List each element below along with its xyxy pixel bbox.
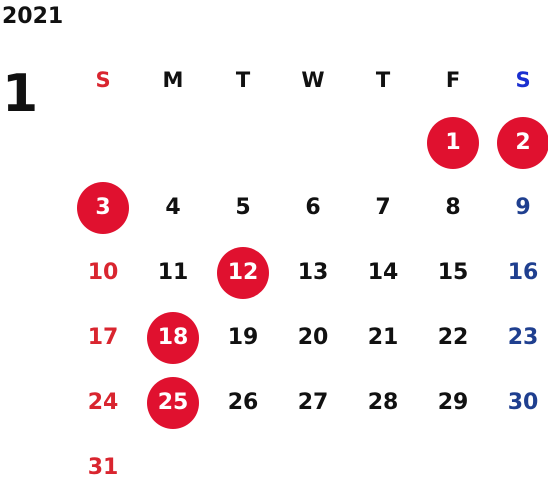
- day-number: 14: [367, 260, 399, 285]
- day-cell: [278, 435, 348, 500]
- day-cell: 7: [348, 175, 418, 240]
- weekday-header-tue: T: [235, 68, 251, 92]
- day-cell: 18: [138, 305, 208, 370]
- weekday-header-fri: F: [445, 68, 461, 92]
- day-cell: 9: [488, 175, 548, 240]
- day-cell: 29: [418, 370, 488, 435]
- day-cell: 21: [348, 305, 418, 370]
- day-number: 27: [297, 390, 329, 415]
- day-number: 23: [507, 325, 539, 350]
- day-cell: 19: [208, 305, 278, 370]
- day-number: 11: [157, 260, 189, 285]
- day-number: 24: [87, 390, 119, 415]
- day-cell: 12: [208, 240, 278, 305]
- day-number: 19: [227, 325, 259, 350]
- day-number: 7: [375, 195, 391, 220]
- day-cell: 1: [418, 110, 488, 175]
- day-number: 21: [367, 325, 399, 350]
- day-cell: [348, 435, 418, 500]
- day-cell: 22: [418, 305, 488, 370]
- weekday-header-wed: W: [301, 68, 325, 92]
- holiday-day-number: 18: [147, 311, 199, 364]
- holiday-day-number: 25: [147, 376, 199, 429]
- day-cell: [418, 435, 488, 500]
- day-cell: 15: [418, 240, 488, 305]
- day-cell: [138, 110, 208, 175]
- day-number: 6: [305, 195, 321, 220]
- day-number: 9: [515, 195, 531, 220]
- day-number: 17: [87, 325, 119, 350]
- day-cell: 10: [68, 240, 138, 305]
- day-number: 28: [367, 390, 399, 415]
- year-label: 2021: [2, 4, 64, 29]
- day-cell: 25: [138, 370, 208, 435]
- day-cell: 3: [68, 175, 138, 240]
- holiday-day-number: 12: [217, 246, 269, 299]
- calendar-grid: S M T W T F S 1 2 3 4 5 6 7 8 9 10 11 12…: [68, 50, 548, 500]
- day-number: 26: [227, 390, 259, 415]
- day-number: 31: [87, 455, 119, 480]
- day-number: 29: [437, 390, 469, 415]
- day-cell: 4: [138, 175, 208, 240]
- day-cell: [278, 110, 348, 175]
- day-cell: 31: [68, 435, 138, 500]
- day-cell: 2: [488, 110, 548, 175]
- day-cell: 14: [348, 240, 418, 305]
- day-cell: 28: [348, 370, 418, 435]
- day-cell: 24: [68, 370, 138, 435]
- day-cell: 5: [208, 175, 278, 240]
- weekday-header-mon: M: [162, 68, 184, 92]
- day-cell: 13: [278, 240, 348, 305]
- month-label: 1: [2, 64, 39, 124]
- day-number: 16: [507, 260, 539, 285]
- day-number: 20: [297, 325, 329, 350]
- holiday-day-number: 1: [427, 116, 479, 169]
- holiday-day-number: 2: [497, 116, 548, 169]
- day-number: 13: [297, 260, 329, 285]
- day-number: 4: [165, 195, 181, 220]
- day-cell: [208, 435, 278, 500]
- day-cell: [208, 110, 278, 175]
- day-number: 5: [235, 195, 251, 220]
- day-number: 22: [437, 325, 469, 350]
- day-number: 10: [87, 260, 119, 285]
- weekday-header-sun: S: [95, 68, 111, 92]
- day-cell: 20: [278, 305, 348, 370]
- weekday-header-sat: S: [515, 68, 531, 92]
- day-cell: 26: [208, 370, 278, 435]
- day-number: 8: [445, 195, 461, 220]
- day-cell: 17: [68, 305, 138, 370]
- day-cell: 16: [488, 240, 548, 305]
- day-cell: [138, 435, 208, 500]
- day-cell: 23: [488, 305, 548, 370]
- day-cell: [488, 435, 548, 500]
- day-cell: 8: [418, 175, 488, 240]
- day-cell: [68, 110, 138, 175]
- day-number: 30: [507, 390, 539, 415]
- day-cell: [348, 110, 418, 175]
- holiday-day-number: 3: [77, 181, 129, 234]
- weekday-header-thu: T: [375, 68, 391, 92]
- day-cell: 11: [138, 240, 208, 305]
- day-cell: 6: [278, 175, 348, 240]
- day-number: 15: [437, 260, 469, 285]
- day-cell: 30: [488, 370, 548, 435]
- day-cell: 27: [278, 370, 348, 435]
